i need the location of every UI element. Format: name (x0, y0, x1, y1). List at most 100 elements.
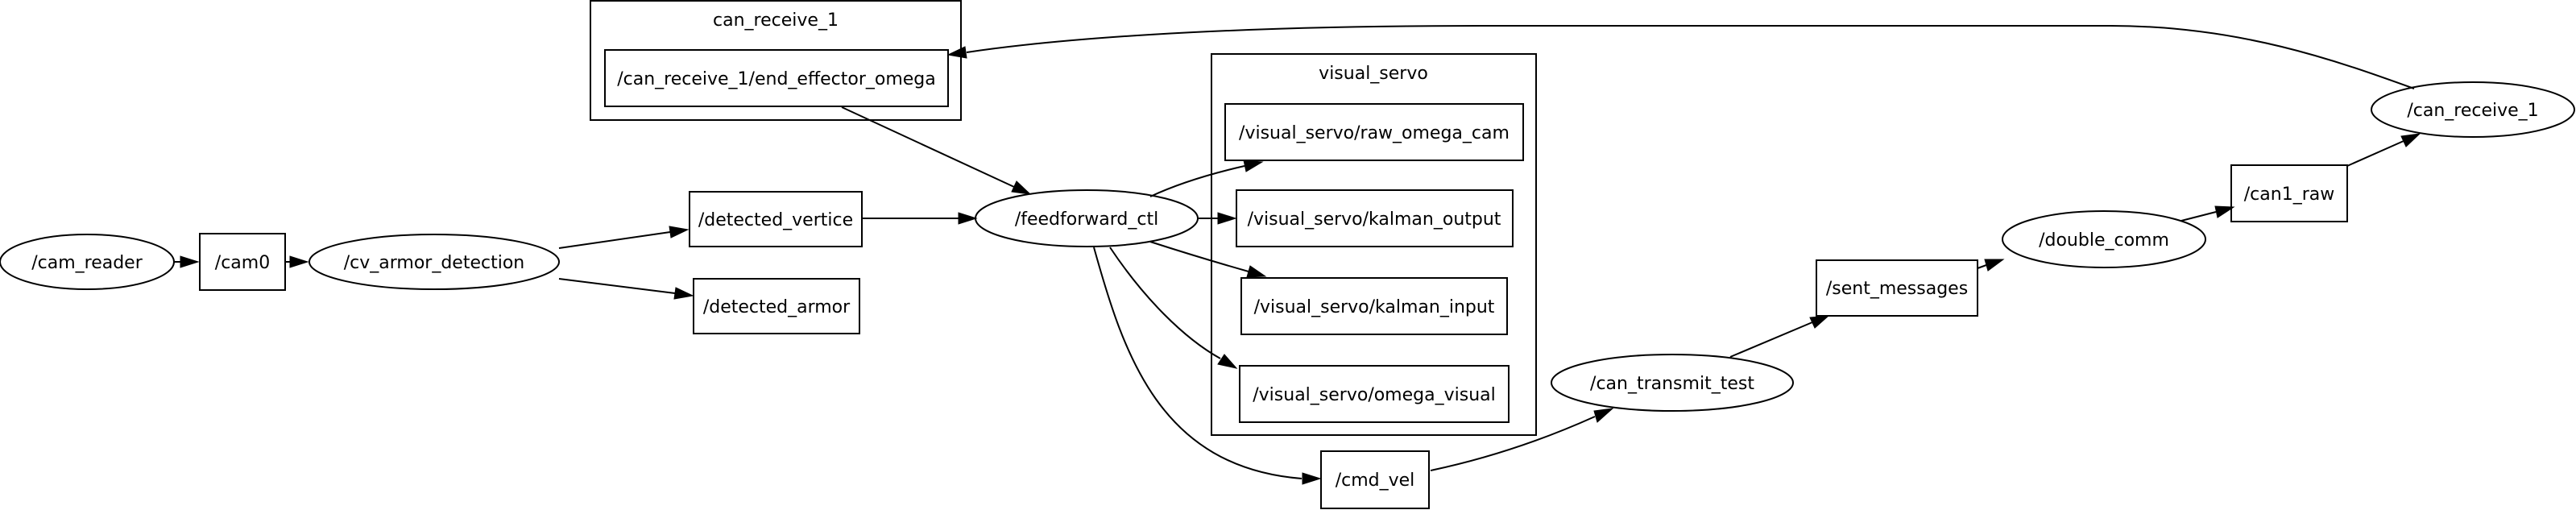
node-label: /can_receive_1 (2407, 101, 2538, 121)
topic-label: /can_receive_1/end_effector_omega (617, 69, 936, 89)
topic-kalman-input[interactable]: /visual_servo/kalman_input (1240, 277, 1508, 335)
edge-line (1149, 165, 1245, 197)
topic-box (604, 49, 949, 107)
edge-can-receive-1-to-end-effector-omega (946, 25, 2415, 89)
edge-arrowhead (1246, 265, 1267, 278)
edge-line (558, 278, 676, 294)
edge-arrowhead (673, 287, 694, 300)
node-label: /cv_armor_detection (344, 253, 525, 273)
edge-arrowhead (2214, 205, 2235, 218)
topic-label: /sent_messages (1826, 279, 1968, 299)
node-ellipse (975, 189, 1199, 247)
edge-line (558, 231, 671, 249)
edge-cmd-vel-to-can-transmit-test (1430, 408, 1614, 471)
edge-feedforward-ctl-to-kalman-output (1199, 212, 1237, 225)
edge-cv-armor-detection-to-detected-vertice (558, 226, 690, 249)
node-ellipse (2002, 210, 2206, 268)
edge-line (2346, 140, 2404, 167)
edge-arrowhead (1217, 354, 1238, 369)
topic-kalman-output[interactable]: /visual_servo/kalman_output (1236, 189, 1514, 247)
topic-label: /visual_servo/omega_visual (1253, 385, 1495, 405)
node-label: /feedforward_ctl (1015, 209, 1158, 230)
topic-box (1236, 189, 1514, 247)
topic-raw-omega-cam[interactable]: /visual_servo/raw_omega_cam (1224, 103, 1524, 161)
edge-arrowhead (1011, 180, 1032, 195)
topic-cmd-vel[interactable]: /cmd_vel (1320, 450, 1430, 509)
nodes: /cam_reader /cam0 /cv_armor_detection /d… (0, 49, 2575, 509)
edge-line (1977, 264, 1987, 269)
topic-detected-armor[interactable]: /detected_armor (693, 278, 860, 334)
topic-label: /visual_servo/kalman_input (1254, 297, 1495, 317)
topic-label: /visual_servo/raw_omega_cam (1239, 123, 1510, 143)
cluster-visual-servo: visual_servo (1211, 53, 1537, 436)
edge-feedforward-ctl-to-cmd-vel (1093, 247, 1322, 485)
edge-feedforward-ctl-to-raw-omega-cam (1149, 160, 1264, 197)
node-cam-reader[interactable]: /cam_reader (0, 234, 175, 290)
edge-arrowhead (1217, 212, 1237, 225)
topic-box (1224, 103, 1524, 161)
cluster-visual-servo-frame (1211, 53, 1537, 436)
node-ellipse (1551, 354, 1794, 412)
edge-arrowhead (1302, 472, 1322, 485)
topic-sent-messages[interactable]: /sent_messages (1816, 259, 1978, 317)
node-ellipse (309, 234, 560, 290)
node-ellipse (2371, 81, 2575, 138)
node-label: /double_comm (2039, 230, 2169, 251)
edge-feedforward-ctl-to-omega-visual (1109, 247, 1238, 369)
node-can-receive-1[interactable]: /can_receive_1 (2371, 81, 2575, 138)
edge-line (1729, 321, 1813, 358)
node-double-comm[interactable]: /double_comm (2002, 210, 2206, 268)
topic-label: /detected_vertice (698, 210, 853, 230)
topic-cam0[interactable]: /cam0 (199, 233, 286, 291)
edge-can1-raw-to-can-receive-1 (2346, 133, 2421, 167)
topic-label: /visual_servo/kalman_output (1248, 209, 1501, 230)
edge-double-comm-to-can1-raw (2180, 205, 2235, 222)
topic-label: /detected_armor (703, 297, 851, 317)
edge-arrowhead (2400, 133, 2421, 147)
topic-box (693, 278, 860, 334)
edge-line (841, 106, 1015, 188)
edge-arrowhead (1984, 259, 2005, 272)
edge-cv-armor-detection-to-detected-armor (558, 278, 694, 300)
node-ellipse (0, 234, 175, 290)
topic-label: /cmd_vel (1336, 471, 1415, 491)
topic-box (199, 233, 286, 291)
topic-box (2230, 164, 2348, 222)
topic-end-effector-omega[interactable]: /can_receive_1/end_effector_omega (604, 49, 949, 107)
cluster-visual-servo-label: visual_servo (1319, 64, 1428, 84)
edge-line (2180, 211, 2217, 222)
topic-box (1320, 450, 1430, 509)
edge-line (1093, 247, 1302, 479)
node-label: /can_transmit_test (1590, 374, 1754, 394)
node-feedforward-ctl[interactable]: /feedforward_ctl (975, 189, 1199, 247)
topic-box (1239, 365, 1510, 423)
edge-cam0-to-cv-armor-detection (285, 255, 309, 268)
edge-arrowhead (180, 255, 200, 268)
edge-end-effector-omega-to-feedforward-ctl (841, 106, 1032, 195)
edge-detected-vertice-to-feedforward-ctl (862, 212, 978, 225)
node-can-transmit-test[interactable]: /can_transmit_test (1551, 354, 1794, 412)
edge-can-transmit-test-to-sent-messages (1729, 315, 1830, 358)
edge-cam-reader-to-cam0 (174, 255, 200, 268)
edge-arrowhead (289, 255, 309, 268)
edge-arrowhead (669, 226, 690, 238)
edge-arrowhead (958, 212, 978, 225)
topic-can1-raw[interactable]: /can1_raw (2230, 164, 2348, 222)
topic-box (689, 191, 863, 247)
topic-box (1816, 259, 1978, 317)
edge-feedforward-ctl-to-kalman-input (1149, 241, 1267, 278)
topic-box (1240, 277, 1508, 335)
cluster-can-receive-1-label: can_receive_1 (713, 10, 839, 31)
edge-arrowhead (1243, 160, 1264, 172)
edge-arrowhead (1593, 408, 1614, 423)
edge-sent-messages-to-double-comm (1977, 259, 2005, 272)
edge-arrowhead (1809, 315, 1830, 329)
node-label: /cam_reader (31, 253, 143, 273)
edge-line (1430, 416, 1596, 471)
topic-label: /can1_raw (2244, 185, 2334, 205)
topic-omega-visual[interactable]: /visual_servo/omega_visual (1239, 365, 1510, 423)
cluster-can-receive-1: can_receive_1 (590, 0, 962, 121)
node-cv-armor-detection[interactable]: /cv_armor_detection (309, 234, 560, 290)
topic-detected-vertice[interactable]: /detected_vertice (689, 191, 863, 247)
